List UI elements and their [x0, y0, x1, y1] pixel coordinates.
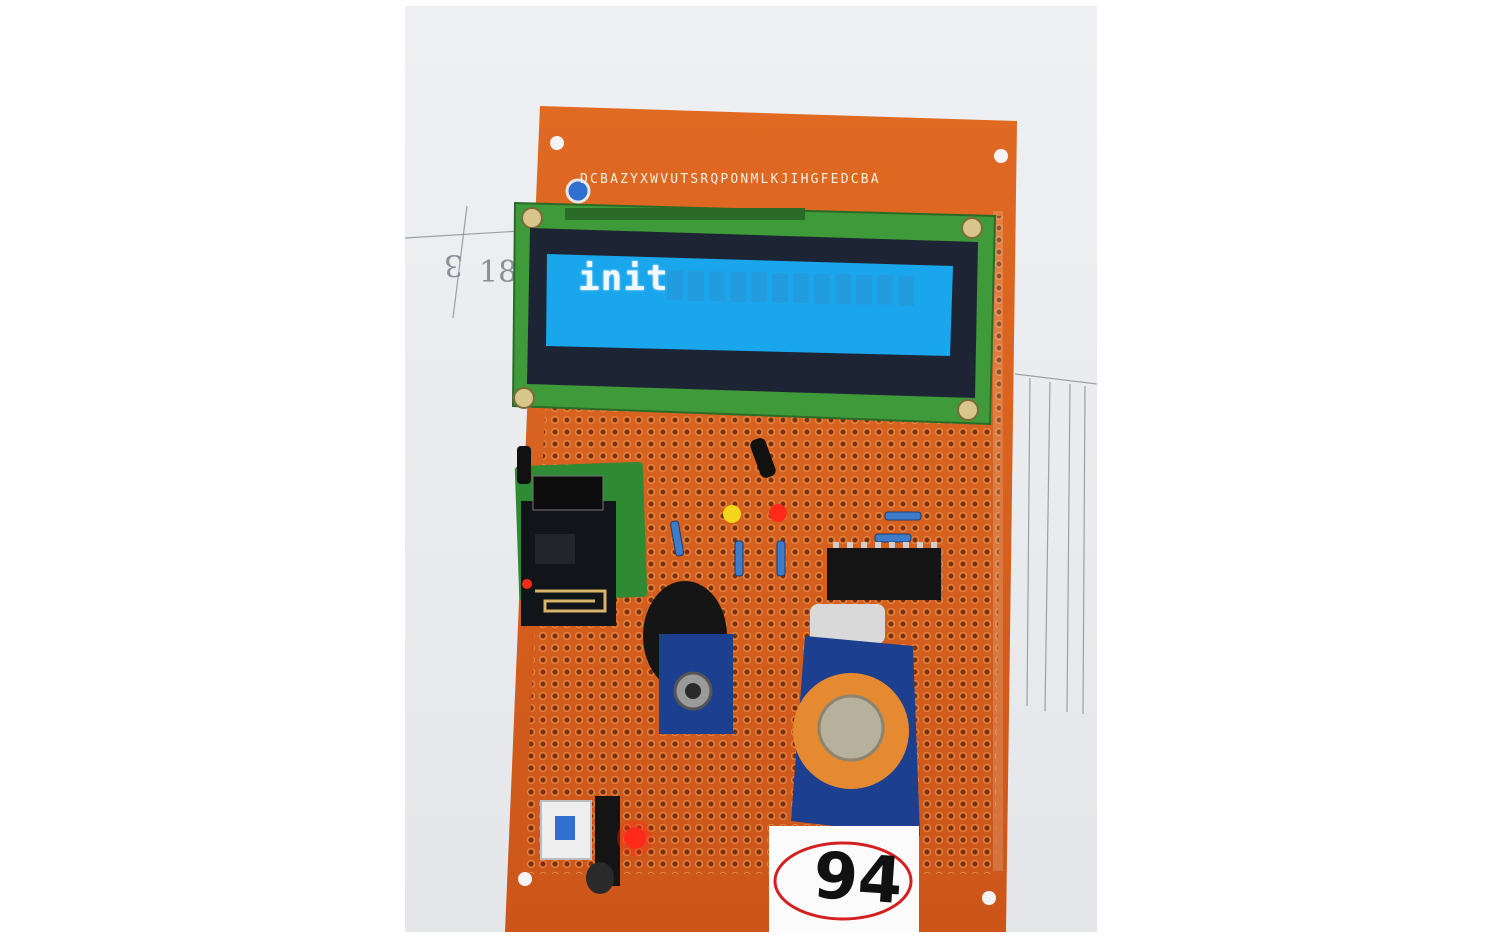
svg-text:18: 18 [479, 255, 517, 290]
circuit-photo: 3 18 [405, 6, 1097, 932]
gas-sensor-module [791, 604, 920, 836]
svg-text:3: 3 [444, 247, 463, 282]
lcd-display-text: init [578, 258, 669, 299]
wifi-module [514, 446, 648, 626]
power-switch [540, 796, 653, 894]
paper-sketch-lines [405, 205, 1097, 715]
capacitor [750, 438, 776, 478]
circuit-illustration: 3 18 [405, 106, 1097, 932]
temp-sensor-module [643, 581, 733, 734]
silkscreen-letters: DCBAZYXWVUTSRQPONMLKJIHGFEDCBA [580, 172, 881, 187]
resistors [670, 511, 922, 577]
label-tag-number: 94 [810, 838, 906, 920]
lcd-module [511, 201, 997, 426]
ic-chip [827, 542, 941, 600]
indicator-leds [723, 504, 787, 523]
trimmer-pot [565, 178, 591, 204]
label-tag [769, 826, 919, 932]
